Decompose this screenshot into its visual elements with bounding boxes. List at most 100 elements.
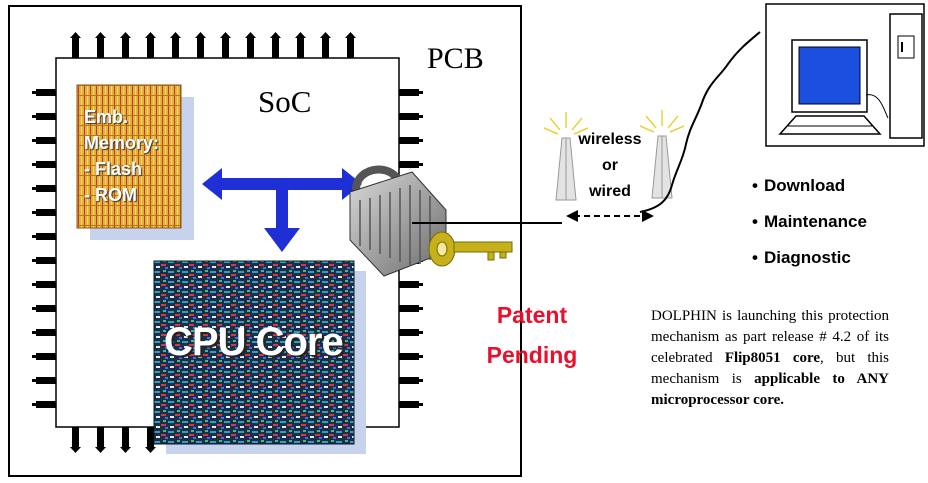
- bullet-icon: •: [752, 176, 758, 195]
- chip-pin: [36, 353, 56, 360]
- chip-pin: [32, 187, 37, 190]
- bullet-icon: •: [752, 212, 758, 231]
- chip-pin: [195, 32, 206, 38]
- service-label: Diagnostic: [763, 248, 851, 267]
- description-bold: Flip8051 core: [724, 350, 821, 366]
- chip-pin: [399, 161, 419, 168]
- link-line-wireless: wireless: [578, 131, 642, 148]
- chip-pin: [399, 305, 419, 312]
- chip-pin: [32, 139, 37, 142]
- chip-pin: [172, 38, 179, 58]
- link-label: wireless or wired: [567, 127, 653, 205]
- chip-pin: [145, 32, 156, 38]
- chip-pin: [399, 353, 419, 360]
- chip-pin: [399, 329, 419, 336]
- chip-pin: [32, 163, 37, 166]
- chip-pin: [32, 355, 37, 358]
- patent-pending-label: Patent Pending: [468, 295, 596, 375]
- service-label: Download: [763, 176, 846, 195]
- chip-pin: [36, 401, 56, 408]
- chip-pin: [36, 233, 56, 240]
- chip-pin: [399, 377, 419, 384]
- chip-pin: [418, 331, 423, 334]
- services-list: • Download • Maintenance • Diagnostic: [752, 173, 867, 281]
- cpu-core-block: [153, 260, 355, 445]
- chip-pin: [36, 377, 56, 384]
- chip-pin: [32, 403, 37, 406]
- chip-pin: [36, 161, 56, 168]
- description-text: DOLPHIN is launching this protection mec…: [651, 306, 889, 411]
- chip-pin: [36, 329, 56, 336]
- chip-pin: [418, 139, 423, 142]
- chip-pin: [418, 403, 423, 406]
- link-line-or: or: [602, 157, 618, 174]
- chip-pin: [97, 427, 104, 447]
- chip-pin: [70, 32, 81, 38]
- service-label: Maintenance: [763, 212, 867, 231]
- memory-line: - ROM: [84, 185, 137, 205]
- key-icon: [428, 231, 513, 267]
- chip-pin: [36, 281, 56, 288]
- antenna-left-icon: [543, 112, 589, 201]
- computer-icon: [765, 3, 925, 147]
- chip-pin: [197, 38, 204, 58]
- chip-pin: [72, 38, 79, 58]
- cable: [639, 31, 761, 213]
- chip-pin: [122, 427, 129, 447]
- chip-pin: [36, 305, 56, 312]
- chip-pin: [97, 38, 104, 58]
- chip-pin: [32, 379, 37, 382]
- chip-pin: [399, 281, 419, 288]
- bus-arrows: [202, 168, 362, 252]
- chip-pin: [270, 32, 281, 38]
- chip-pin: [32, 235, 37, 238]
- chip-pin: [32, 283, 37, 286]
- chip-pin: [36, 89, 56, 96]
- chip-pin: [222, 38, 229, 58]
- chip-pin: [32, 115, 37, 118]
- dashed-double-arrow: [566, 210, 654, 222]
- chip-pin: [418, 355, 423, 358]
- chip-pin: [399, 137, 419, 144]
- chip-pin: [36, 209, 56, 216]
- bullet-icon: •: [752, 248, 758, 267]
- chip-pin: [95, 32, 106, 38]
- description-part: DOLPHIN is launching this protection mec…: [651, 308, 889, 366]
- chip-pin: [297, 38, 304, 58]
- chip-pin: [245, 32, 256, 38]
- chip-pin: [32, 211, 37, 214]
- pcb-label: PCB: [427, 42, 484, 75]
- memory-line: - Flash: [84, 159, 143, 179]
- cpu-core-label: CPU Core: [164, 320, 344, 364]
- chip-pin: [122, 38, 129, 58]
- patent-line: Pending: [486, 342, 578, 368]
- chip-pin: [120, 32, 131, 38]
- chip-pin: [32, 307, 37, 310]
- chip-pin: [36, 185, 56, 192]
- chip-pin: [170, 32, 181, 38]
- service-item: • Download: [752, 173, 867, 209]
- chip-pin: [247, 38, 254, 58]
- chip-pin: [399, 89, 419, 96]
- chip-pin: [32, 91, 37, 94]
- chip-pin: [418, 91, 423, 94]
- chip-pin: [32, 259, 37, 262]
- chip-pin: [322, 38, 329, 58]
- chip-pin: [70, 447, 81, 453]
- chip-pin: [418, 163, 423, 166]
- chip-pin: [95, 447, 106, 453]
- soc-label: SoC: [258, 84, 312, 119]
- chip-pin: [320, 32, 331, 38]
- chip-pin: [418, 379, 423, 382]
- chip-pin: [272, 38, 279, 58]
- description-bold: applicable to ANY microprocessor core.: [651, 371, 889, 408]
- chip-pin: [147, 38, 154, 58]
- chip-pin: [36, 137, 56, 144]
- service-item: • Maintenance: [752, 209, 867, 245]
- antenna-right-icon: [639, 110, 685, 199]
- chip-pin: [147, 427, 154, 447]
- service-item: • Diagnostic: [752, 245, 867, 281]
- patent-line: Patent: [496, 302, 568, 328]
